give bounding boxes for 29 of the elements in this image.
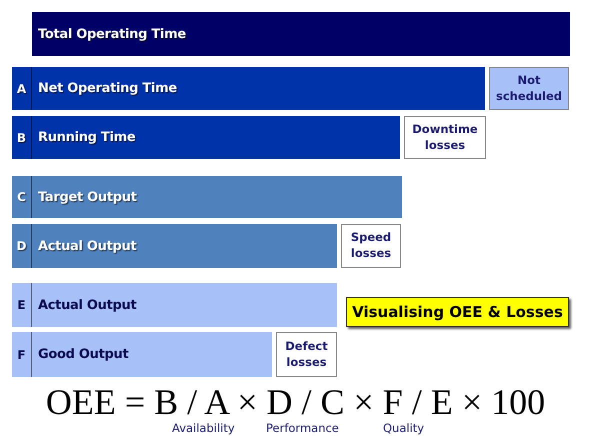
loss-box: Defect losses [276, 332, 337, 377]
row-letter: C [12, 176, 32, 218]
bar [12, 176, 402, 218]
formula: OEE = B / A × D / C × F / E × 100 [46, 381, 546, 423]
bar [12, 224, 337, 268]
row-letter: A [12, 67, 32, 110]
row-letter: E [12, 283, 32, 327]
row-letter: B [12, 116, 32, 159]
bar-label: Actual Output [37, 238, 136, 254]
bar-label: Good Output [37, 347, 128, 362]
loss-box: Speed losses [341, 224, 401, 268]
bar-label: Total Operating Time [37, 26, 186, 42]
loss-box: Downtime losses [404, 116, 486, 159]
bar-label: Target Output [37, 190, 137, 204]
formula-caption: Quality [383, 421, 424, 435]
bar [12, 332, 272, 377]
title-banner: Visualising OEE & Losses [346, 297, 569, 327]
loss-box: Not scheduled [489, 67, 569, 110]
bar-label: Net Operating Time [37, 81, 177, 96]
bar [32, 12, 570, 56]
formula-caption: Availability [172, 421, 235, 435]
bar [12, 67, 485, 110]
bar-label: Actual Output [37, 298, 136, 312]
bar-label: Running Time [37, 130, 136, 145]
row-letter: F [12, 332, 32, 377]
bar [12, 116, 400, 159]
bar [12, 283, 337, 327]
row-letter: D [12, 224, 32, 268]
formula-caption: Performance [266, 421, 339, 435]
